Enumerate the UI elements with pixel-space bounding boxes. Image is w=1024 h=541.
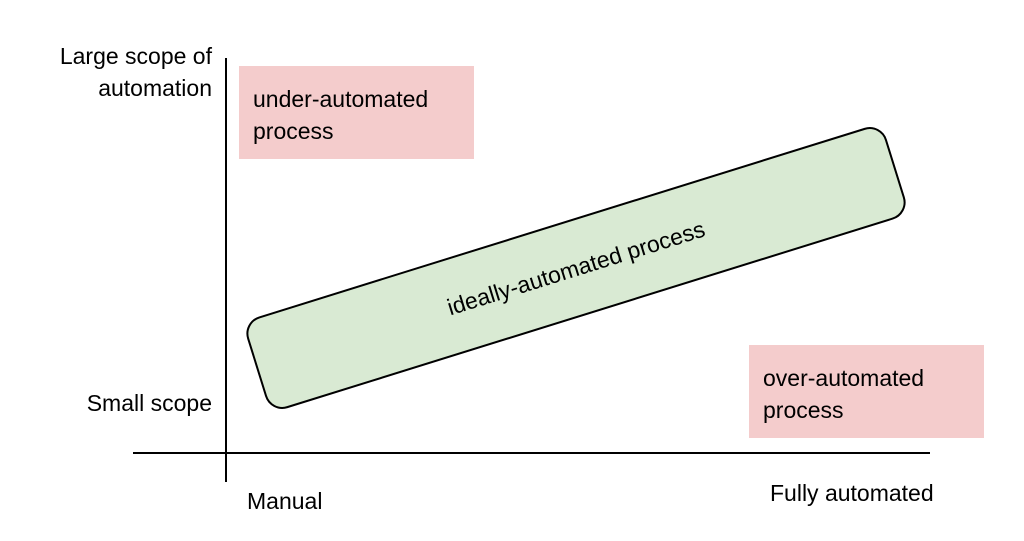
x-axis-left-label: Manual — [247, 488, 323, 514]
under-automated-region: under-automated process — [239, 66, 474, 159]
over-automated-region: over-automated process — [749, 345, 984, 438]
x-axis-right-label: Fully automated — [770, 480, 934, 506]
y-axis-top-label-line2: automation — [98, 75, 212, 101]
y-axis-top-label-line1: Large scope of — [59, 43, 212, 69]
under-automated-label-line1: under-automated — [253, 86, 429, 112]
y-axis-bottom-label: Small scope — [86, 390, 212, 416]
over-automated-label-line2: process — [763, 397, 844, 423]
y-axis-top-label: Large scope of automation — [60, 40, 212, 104]
under-automated-label-line2: process — [253, 118, 334, 144]
over-automated-label-line1: over-automated — [763, 365, 925, 391]
